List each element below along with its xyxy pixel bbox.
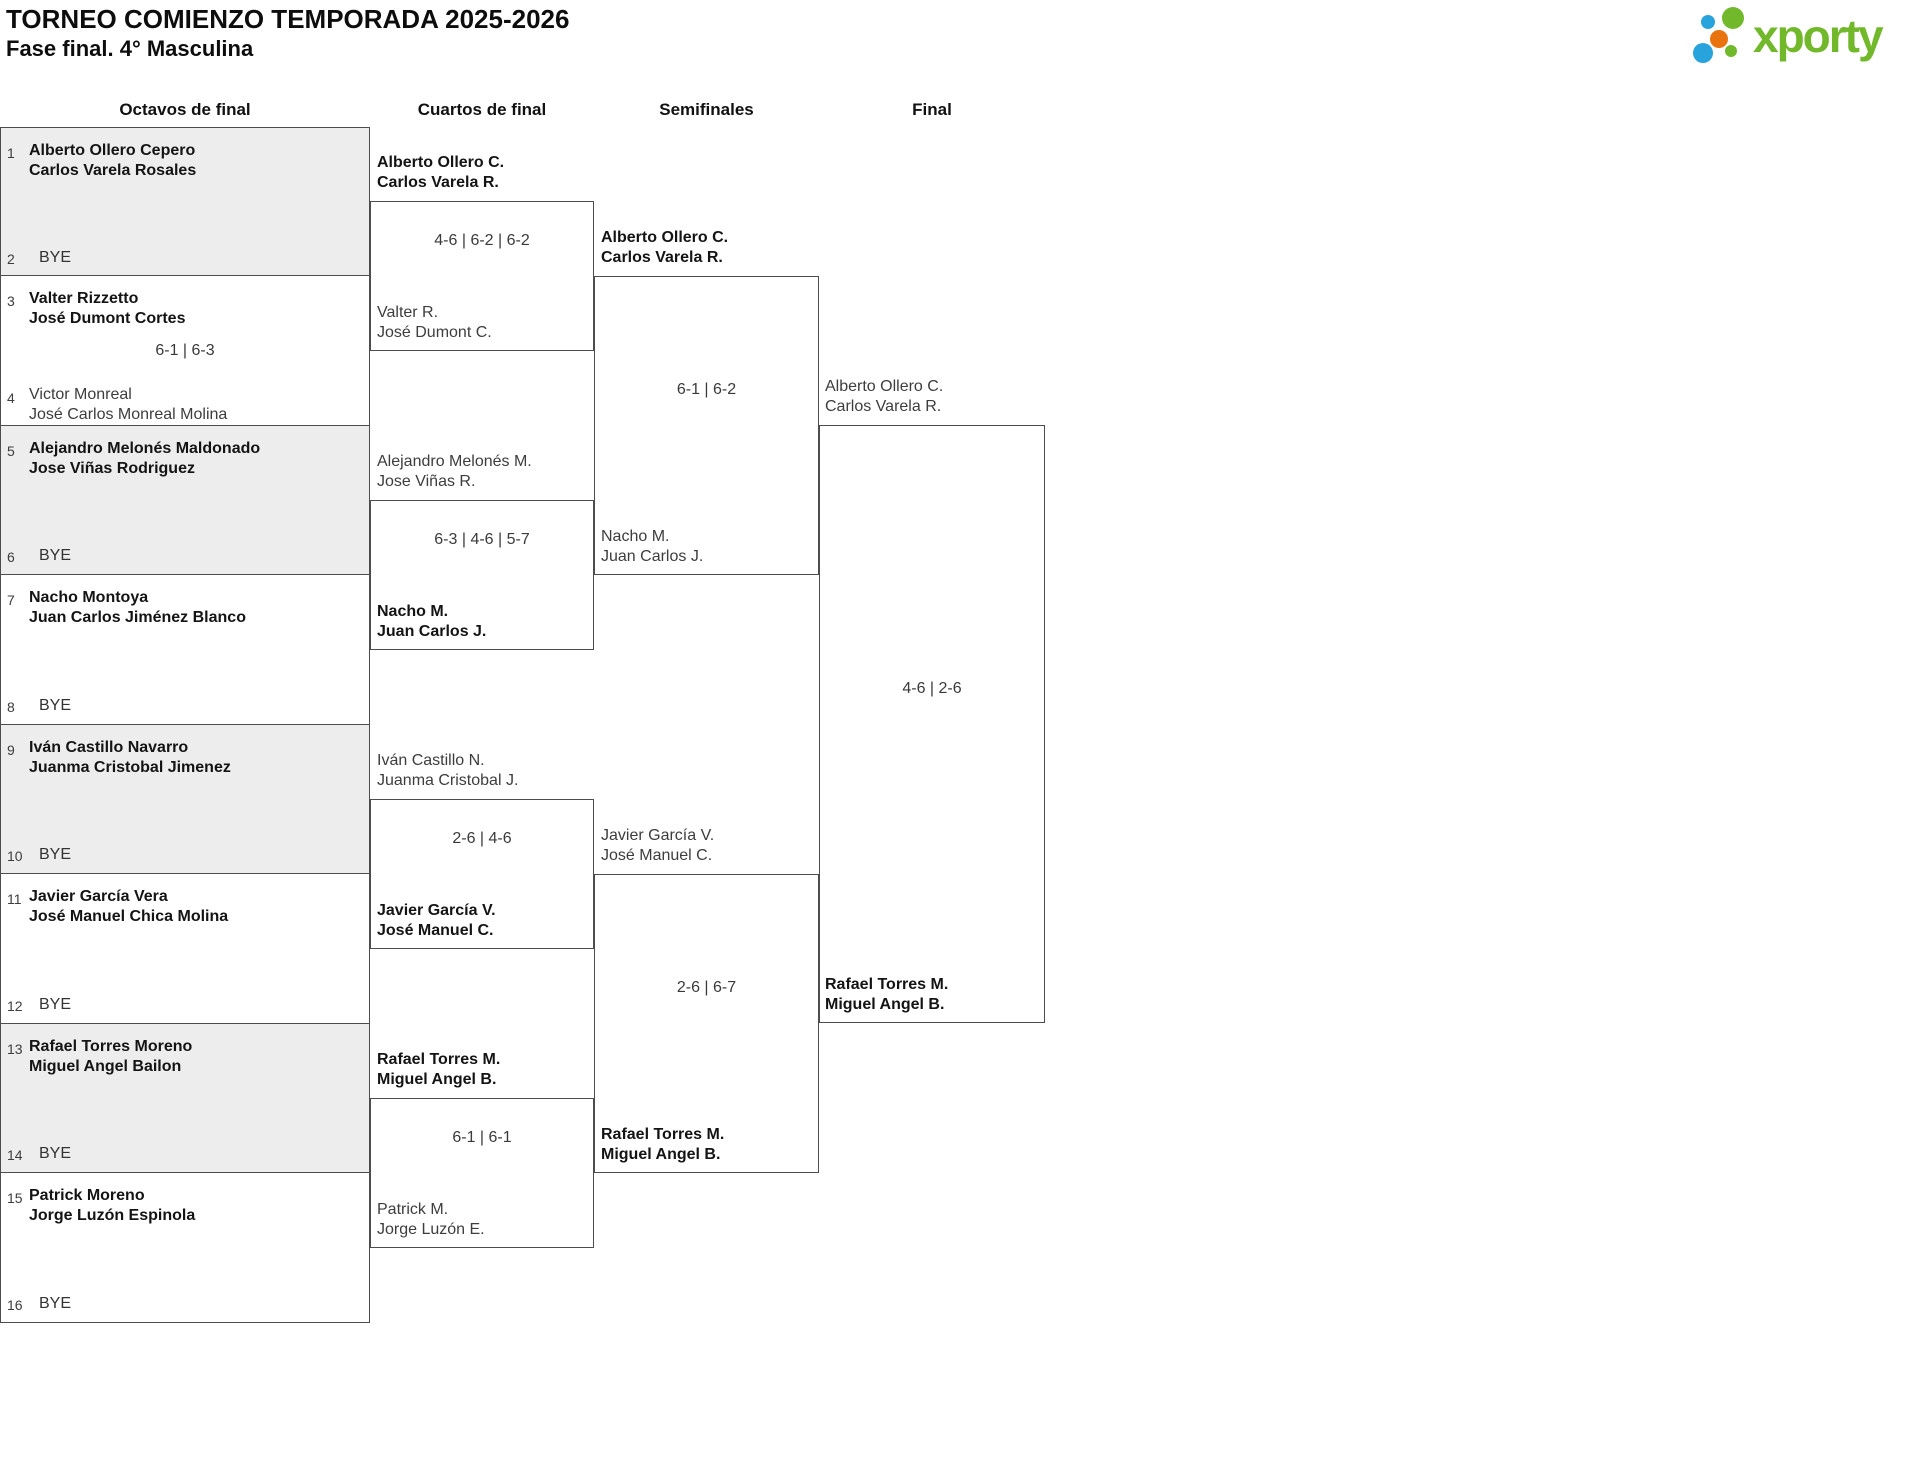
team-name: Alejandro Melonés M.Jose Viñas R. — [377, 453, 532, 490]
match-score: 6-1 | 6-3 — [155, 342, 215, 359]
tournament-title: TORNEO COMIENZO TEMPORADA 2025-2026 — [6, 4, 570, 34]
bye-label: BYE — [39, 697, 72, 714]
seed-number: 6 — [7, 549, 15, 565]
team-name: Nacho M.Juan Carlos J. — [377, 603, 487, 640]
match-score: 4-6 | 6-2 | 6-2 — [434, 232, 530, 249]
match-score: 4-6 | 2-6 — [902, 680, 962, 697]
logo-dot-blue-small — [1701, 15, 1715, 29]
seed-number: 13 — [7, 1041, 23, 1057]
cuartos-match-box-3: 2-6 | 4-6 — [370, 799, 594, 949]
team-name: Alberto Ollero C.Carlos Varela R. — [601, 229, 729, 266]
seed-number: 12 — [7, 998, 23, 1014]
seed-number: 14 — [7, 1147, 23, 1163]
match-score: 2-6 | 4-6 — [452, 830, 512, 847]
bye-label: BYE — [39, 996, 72, 1013]
seed-number: 9 — [7, 742, 15, 758]
seed-number: 4 — [7, 390, 15, 406]
team-name: Rafael Torres M.Miguel Angel B. — [377, 1051, 501, 1088]
team-name: Iván Castillo N.Juanma Cristobal J. — [377, 752, 519, 789]
seed-number: 15 — [7, 1190, 23, 1206]
seed-number: 1 — [7, 145, 15, 161]
team-name: Valter R.José Dumont C. — [377, 304, 492, 341]
logo-dot-orange — [1710, 30, 1728, 48]
cuartos-match-box-1: 4-6 | 6-2 | 6-2 — [370, 201, 594, 351]
semifinal-match-box-2: 2-6 | 6-7 — [594, 874, 819, 1173]
logo-text: xporty — [1753, 10, 1884, 62]
team-name: Rafael Torres M.Miguel Angel B. — [601, 1126, 725, 1163]
seed-number: 11 — [7, 891, 22, 907]
bye-label: BYE — [39, 1145, 72, 1162]
team-name: Patrick M.Jorge Luzón E. — [377, 1201, 485, 1238]
round-header-cuartos: Cuartos de final — [417, 100, 547, 119]
logo-dot-green-small — [1725, 45, 1737, 57]
seed-number: 16 — [7, 1297, 23, 1313]
match-score: 2-6 | 6-7 — [676, 979, 737, 996]
category-subtitle: Fase final. 4° Masculina — [6, 36, 254, 61]
team-name: Javier García V.José Manuel C. — [601, 827, 715, 864]
semifinal-match-box-1: 6-1 | 6-2 — [594, 276, 819, 575]
bye-label: BYE — [39, 846, 72, 863]
bye-label: BYE — [39, 249, 72, 266]
team-name: Nacho M.Juan Carlos J. — [601, 528, 704, 565]
match-score: 6-3 | 4-6 | 5-7 — [434, 531, 530, 548]
team-name: Rafael Torres M.Miguel Angel B. — [825, 976, 949, 1013]
seed-number: 5 — [7, 443, 15, 459]
cuartos-match-box-4: 6-1 | 6-1 — [370, 1098, 594, 1248]
seed-number: 2 — [7, 251, 15, 267]
round-header-final: Final — [912, 100, 952, 119]
seed-number: 3 — [7, 293, 15, 309]
bye-label: BYE — [39, 1295, 72, 1312]
match-score: 6-1 | 6-1 — [452, 1129, 512, 1146]
seed-number: 7 — [7, 592, 15, 608]
match-score: 6-1 | 6-2 — [676, 381, 737, 398]
seed-number: 8 — [7, 699, 15, 715]
logo-dot-blue-large — [1693, 43, 1713, 63]
final-match-box: 4-6 | 2-6 — [819, 425, 1045, 1023]
round-header-semifinales: Semifinales — [659, 100, 754, 119]
team-name: Alberto Ollero C.Carlos Varela R. — [377, 154, 505, 191]
round-header-octavos: Octavos de final — [119, 100, 251, 119]
team-name: Javier García V.José Manuel C. — [377, 902, 496, 939]
team-name: Alberto Ollero C.Carlos Varela R. — [825, 378, 944, 415]
bye-label: BYE — [39, 547, 72, 564]
cuartos-match-box-2: 6-3 | 4-6 | 5-7 — [370, 500, 594, 650]
logo-dot-green-large — [1722, 7, 1744, 29]
seed-number: 10 — [7, 848, 23, 864]
